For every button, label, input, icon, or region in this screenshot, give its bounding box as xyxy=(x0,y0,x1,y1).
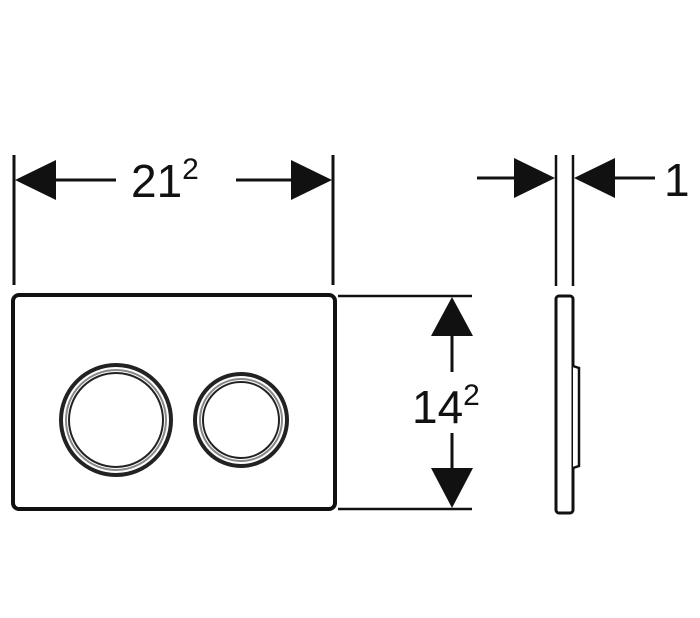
width-label: 212 xyxy=(131,153,199,207)
thickness-arrow-right xyxy=(574,158,615,198)
height-label: 142 xyxy=(412,379,480,433)
large-flush-button xyxy=(59,363,173,477)
side-profile-outline xyxy=(554,294,575,515)
thickness-label: 1 xyxy=(664,154,690,206)
small-flush-button xyxy=(193,372,289,468)
thickness-dimension xyxy=(477,155,655,286)
width-superscript: 2 xyxy=(182,153,199,186)
height-superscript: 2 xyxy=(463,379,480,412)
width-value: 21 xyxy=(131,155,182,207)
side-profile xyxy=(554,294,581,515)
height-arrow-top xyxy=(431,297,473,336)
front-plate-outline xyxy=(11,293,337,511)
height-value: 14 xyxy=(412,381,463,433)
height-dimension xyxy=(338,294,473,511)
side-profile-button-bulge xyxy=(572,364,581,470)
thickness-arrow-left xyxy=(514,158,555,198)
height-arrow-bottom xyxy=(431,468,473,508)
width-dimension xyxy=(12,155,335,285)
width-arrow-right xyxy=(291,160,332,200)
width-arrow-left xyxy=(15,160,56,200)
